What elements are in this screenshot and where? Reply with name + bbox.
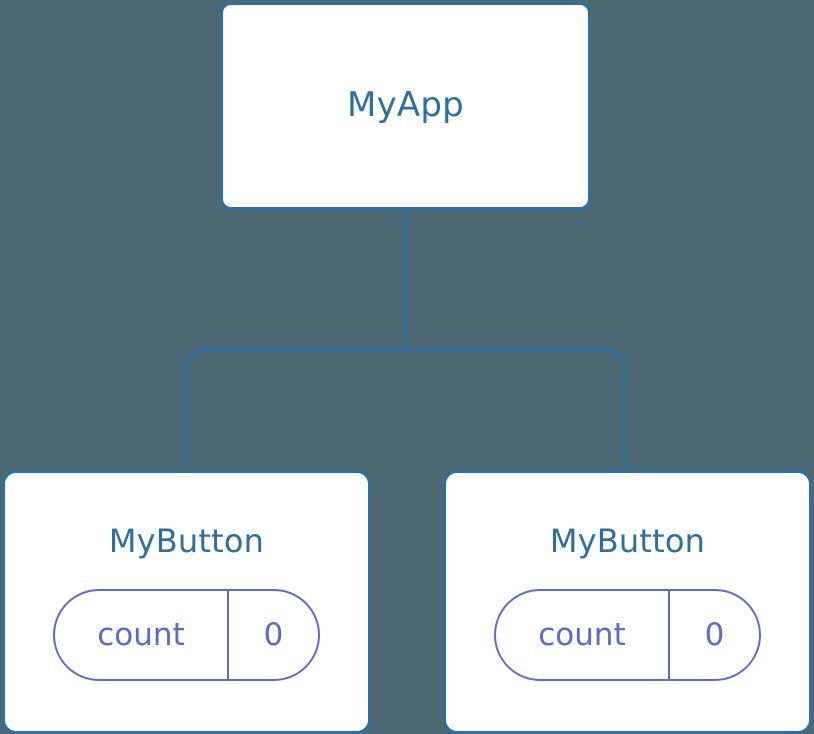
- component-node-title: MyButton: [549, 522, 706, 560]
- state-value: 0: [704, 616, 725, 653]
- state-key: count: [55, 591, 229, 679]
- component-node-mybutton[interactable]: MyButton count 0: [443, 470, 812, 734]
- state-key: count: [496, 591, 670, 679]
- component-node-title: MyApp: [347, 85, 464, 125]
- state-pill[interactable]: count 0: [494, 589, 761, 681]
- connector-branch-left: [185, 348, 406, 470]
- component-node-myapp[interactable]: MyApp: [220, 2, 591, 210]
- component-node-mybutton[interactable]: MyButton count 0: [2, 470, 371, 734]
- component-node-title: MyButton: [108, 522, 265, 560]
- state-pill[interactable]: count 0: [53, 589, 320, 681]
- state-value: 0: [263, 616, 284, 653]
- connector-branch-right: [405, 348, 626, 470]
